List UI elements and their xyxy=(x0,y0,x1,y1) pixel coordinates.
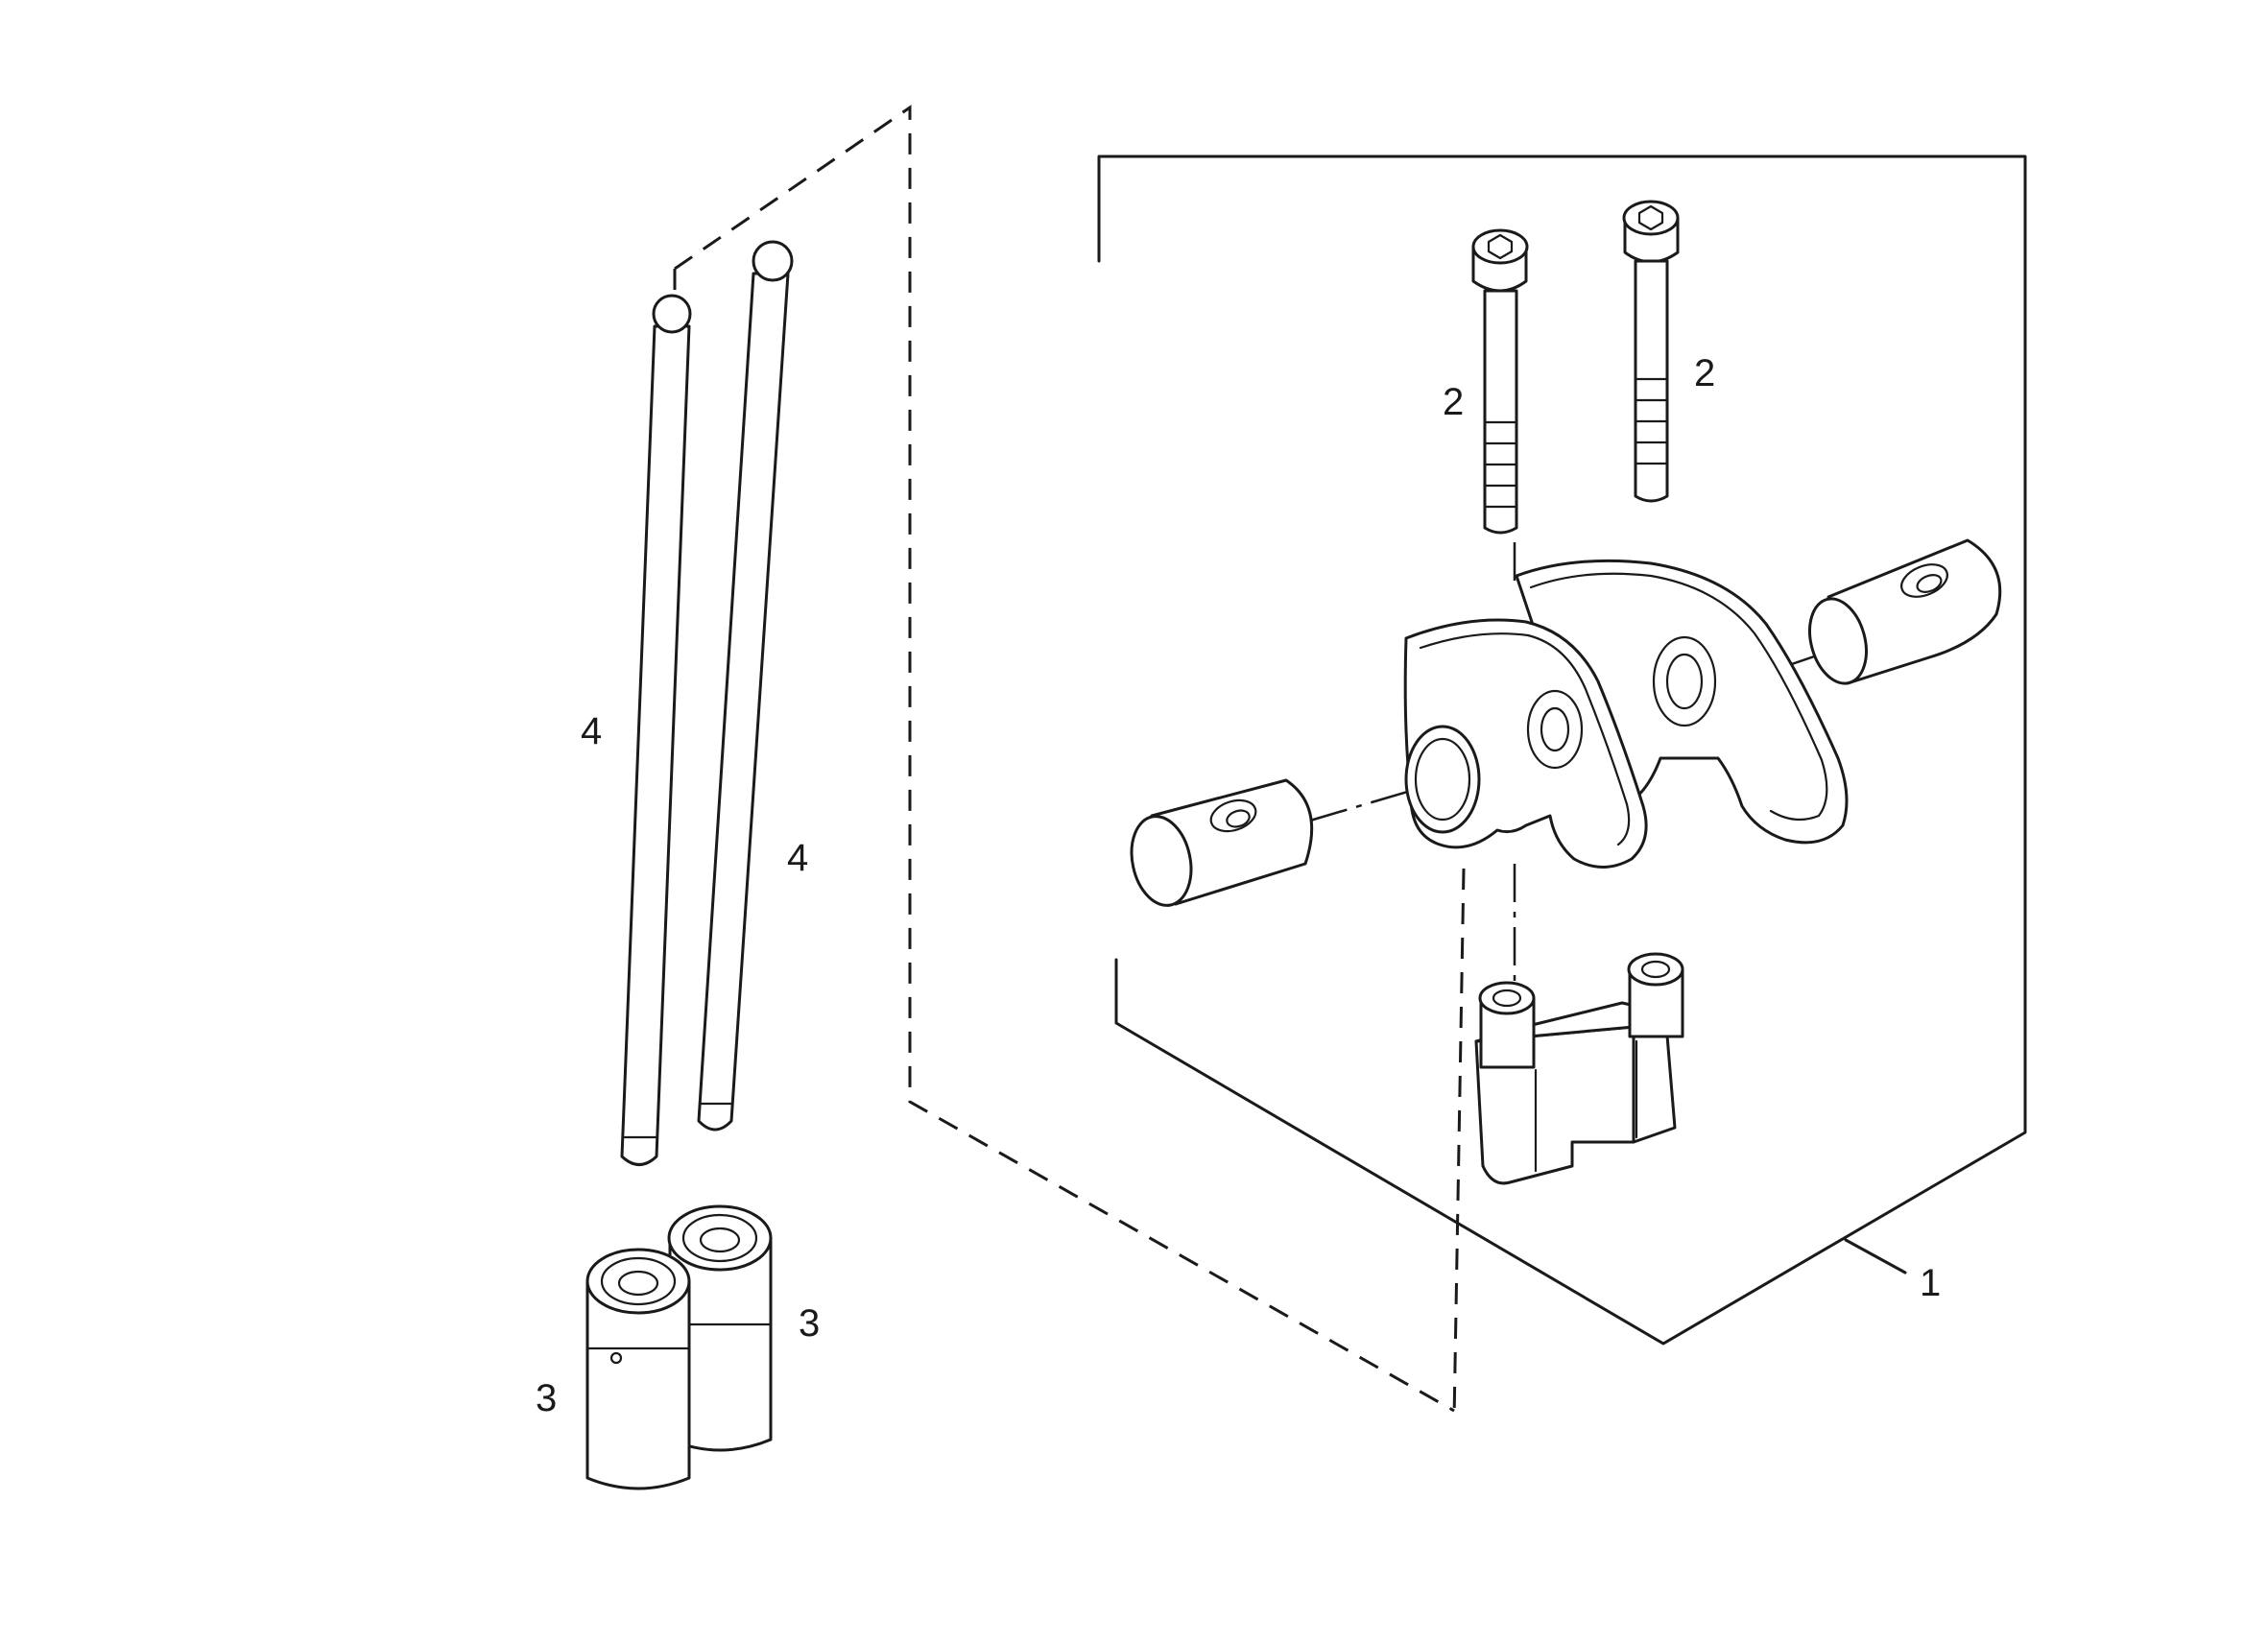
screw-left xyxy=(1471,228,1529,535)
callout-labels: 1 2 2 3 3 4 4 xyxy=(536,352,1941,1419)
callout-3-right: 3 xyxy=(799,1302,820,1345)
pushrod-right xyxy=(697,240,794,1132)
callout-3-left: 3 xyxy=(536,1377,557,1419)
rocker-shaft-left xyxy=(1130,778,1314,907)
rocker-arm-front xyxy=(1403,618,1648,869)
lifter-left xyxy=(585,1248,691,1490)
rocker-shaft-right xyxy=(1808,538,2002,685)
lifter-right xyxy=(667,1204,773,1452)
pushrod-left xyxy=(620,294,692,1166)
rocker-bridge-block xyxy=(1474,952,1684,1185)
callout-2-right: 2 xyxy=(1694,352,1715,394)
callout-2-left: 2 xyxy=(1443,381,1464,423)
screw-right xyxy=(1622,200,1680,503)
dashed-boundary-frame xyxy=(673,105,1466,1421)
callout-4-right: 4 xyxy=(787,837,808,879)
callout-4-left: 4 xyxy=(581,710,602,752)
assembly-box-outline xyxy=(1097,155,2027,1346)
callout-1: 1 xyxy=(1920,1262,1941,1304)
